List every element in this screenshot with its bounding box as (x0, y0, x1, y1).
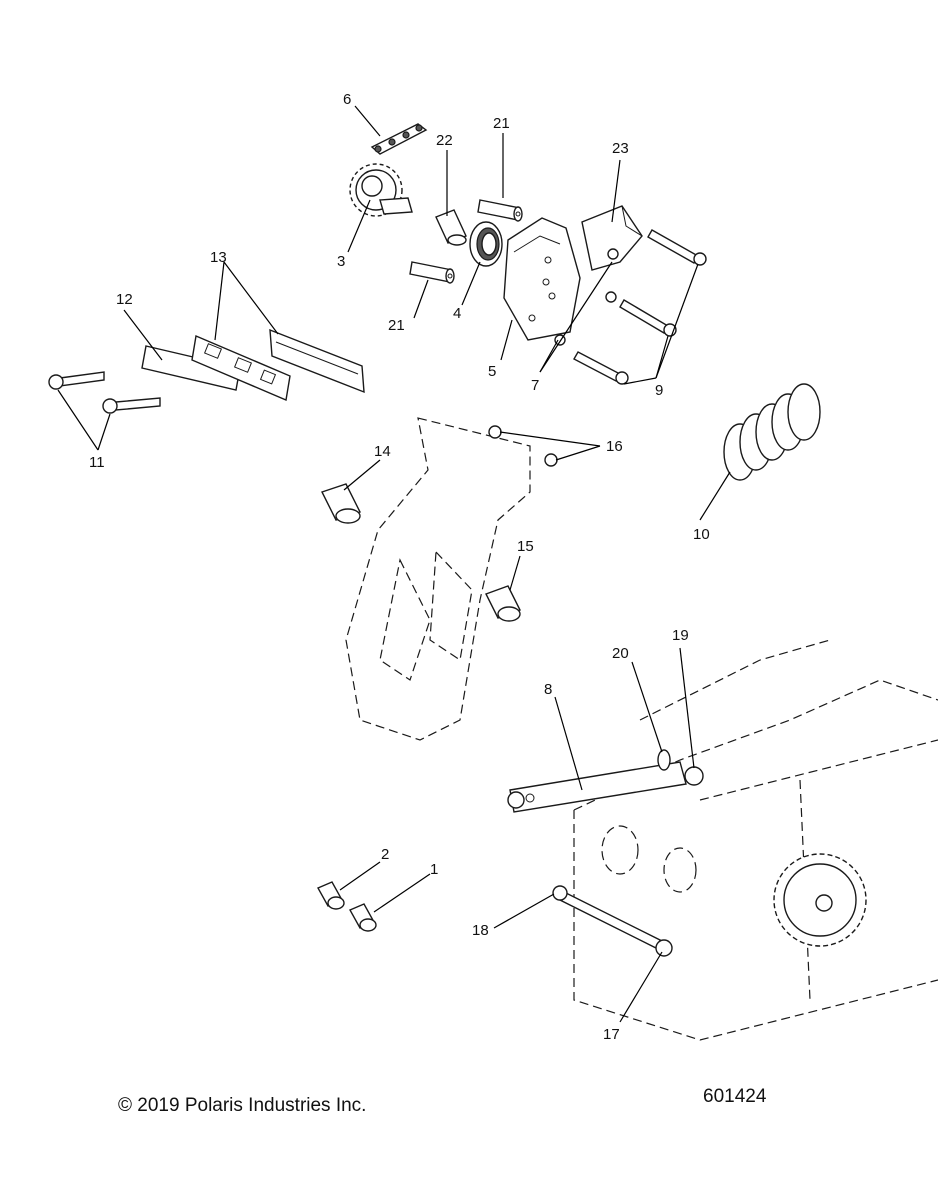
callout-23: 23 (612, 140, 629, 157)
callout-20: 20 (612, 645, 629, 662)
callout-15: 15 (517, 538, 534, 555)
chain-case-bracket-outline (345, 417, 531, 741)
callout-labels: 1 2 3 4 5 6 7 8 9 10 11 12 13 14 15 16 1… (89, 91, 710, 1043)
chain-case-plate-part (503, 217, 581, 341)
callout-17: 17 (603, 1026, 620, 1043)
sprocket-part (349, 163, 413, 217)
long-bolt-part-17 (555, 889, 673, 957)
callout-11: 11 (89, 454, 105, 471)
nuts-part-16 (488, 425, 558, 467)
callout-1: 1 (430, 861, 438, 878)
callout-21-upper: 21 (493, 115, 510, 132)
chain-segment-part (370, 123, 428, 155)
diagram-id: 601424 (703, 1086, 767, 1107)
bushing-22-part (435, 209, 467, 246)
callout-6: 6 (343, 91, 351, 108)
bushing-21-lower-part (409, 261, 455, 284)
bolts-part-11 (48, 371, 161, 414)
drive-sprocket (773, 853, 867, 947)
callout-3: 3 (337, 253, 345, 270)
spacer-part-14 (321, 483, 361, 524)
callout-16: 16 (606, 438, 623, 455)
callout-4: 4 (453, 305, 461, 322)
bushing-21-upper-part (477, 199, 523, 222)
cover-part (581, 205, 643, 271)
callout-10: 10 (693, 526, 710, 543)
callout-2: 2 (381, 846, 389, 863)
callout-9: 9 (655, 382, 663, 399)
slider-block-part-13a (191, 335, 291, 401)
callout-8: 8 (544, 681, 552, 698)
callout-21-lower: 21 (388, 317, 405, 334)
bushing-part-1 (349, 903, 377, 932)
clamps-part-10 (723, 383, 821, 481)
chassis-outline (573, 639, 938, 1041)
bearing-part (469, 221, 503, 267)
copyright-text: © 2019 Polaris Industries Inc. (118, 1095, 367, 1116)
callout-7: 7 (531, 377, 539, 394)
bolts-part-9 (573, 229, 707, 385)
callout-5: 5 (488, 363, 496, 380)
slider-block-part-13b (269, 328, 365, 394)
callout-22: 22 (436, 132, 453, 149)
callout-14: 14 (374, 443, 391, 460)
spacer-part-15 (485, 585, 521, 622)
nut-part-18 (552, 885, 568, 901)
callout-13: 13 (210, 249, 227, 266)
callout-19: 19 (672, 627, 689, 644)
leader-lines (57, 105, 731, 1023)
callout-12: 12 (116, 291, 133, 308)
torque-arm-part-8 (507, 761, 687, 813)
callout-18: 18 (472, 922, 489, 939)
bushing-part-2 (317, 881, 345, 910)
